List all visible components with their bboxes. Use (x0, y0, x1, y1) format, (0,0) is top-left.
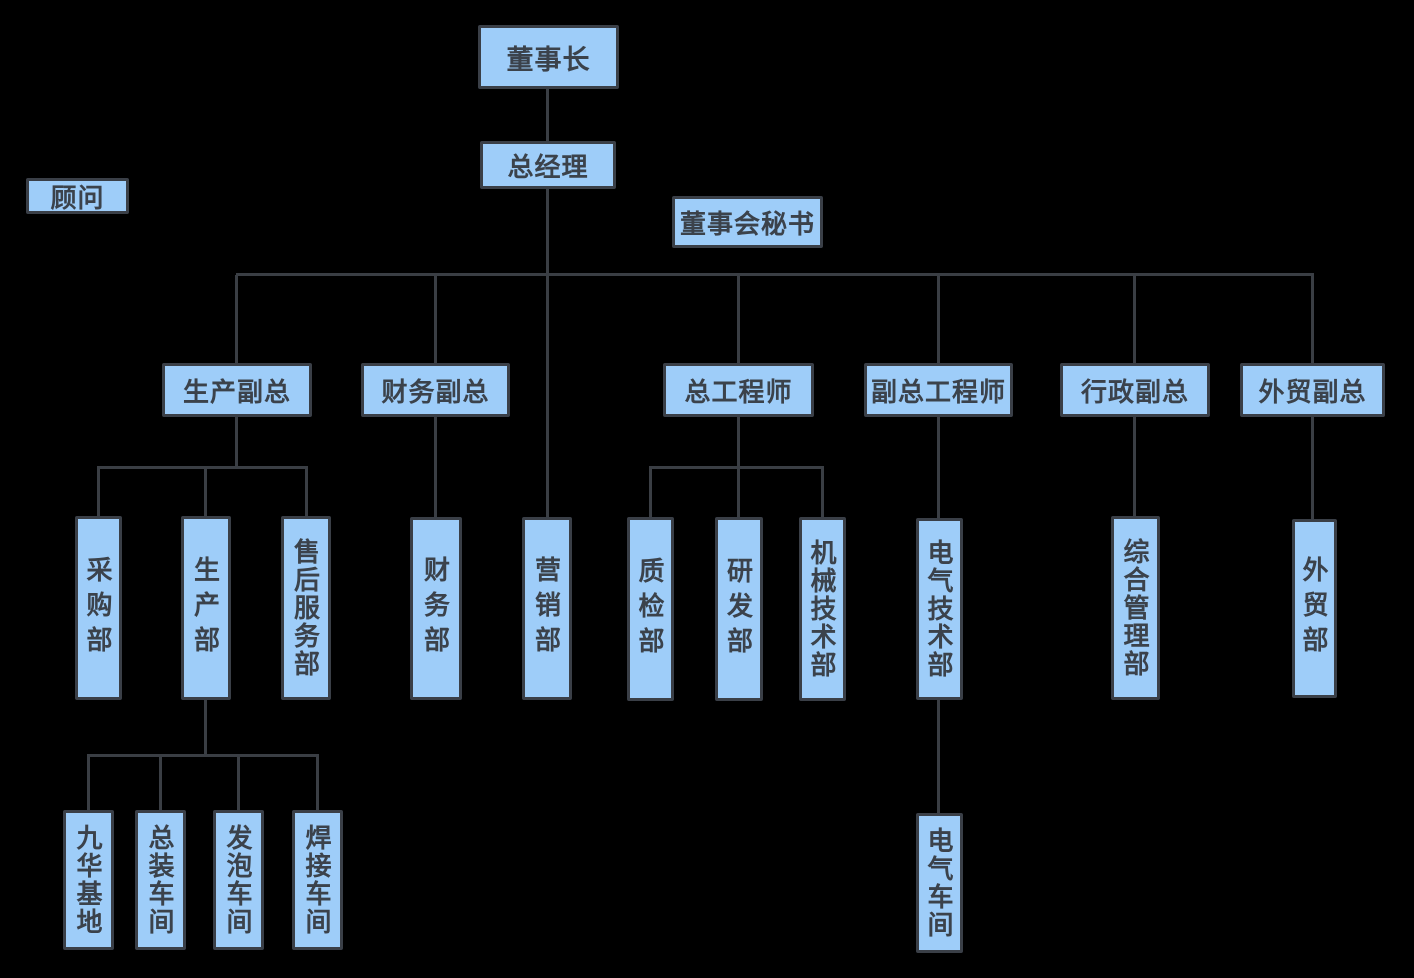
node-general-mgmt-dept[interactable]: 综合管理部 (1111, 516, 1160, 700)
connector-drop-jiuhua (87, 756, 90, 811)
connector-chief-engineer-branch (649, 466, 824, 469)
connector-drop-rnd (737, 468, 740, 517)
connector-drop-chief-engineer (737, 275, 740, 363)
connector-main-horizontal (236, 273, 1314, 276)
connector-drop-trade-vp (1311, 275, 1314, 363)
node-general-manager[interactable]: 总经理 (480, 141, 616, 189)
connector-chairman-gm (546, 89, 549, 142)
connector-drop-finance-vp (434, 275, 437, 363)
node-purchasing-dept[interactable]: 采购部 (75, 516, 122, 700)
connector-drop-admin-vp (1133, 275, 1136, 363)
node-deputy-chief-engineer[interactable]: 副总工程师 (864, 363, 1013, 417)
connector-drop-after-sales (305, 468, 308, 517)
node-finance-dept[interactable]: 财务部 (410, 517, 462, 700)
node-marketing-dept[interactable]: 营销部 (522, 517, 572, 700)
node-chairman[interactable]: 董事长 (478, 25, 619, 89)
node-trade-vp[interactable]: 外贸副总 (1240, 363, 1385, 417)
node-assembly-workshop[interactable]: 总装车间 (135, 810, 186, 950)
node-after-sales-dept[interactable]: 售后服务部 (281, 516, 331, 700)
connector-elec-tech-workshop (937, 700, 940, 814)
node-trade-dept[interactable]: 外贸部 (1292, 519, 1337, 698)
connector-chief-engineer-stem (737, 417, 740, 468)
connector-production-dept-branch (87, 754, 319, 757)
connector-production-vp-branch (97, 466, 308, 469)
node-admin-vp[interactable]: 行政副总 (1060, 363, 1210, 417)
connector-drop-purchasing (97, 468, 100, 517)
connector-deputy-elec-tech (937, 417, 940, 519)
connector-drop-quality (649, 468, 652, 517)
node-production-dept[interactable]: 生产部 (181, 516, 231, 700)
node-elec-workshop[interactable]: 电气车间 (916, 813, 963, 953)
connector-drop-production-dept (204, 468, 207, 517)
node-production-vp[interactable]: 生产副总 (162, 363, 312, 417)
connector-drop-foaming (237, 756, 240, 811)
connector-drop-deputy-engineer (937, 275, 940, 363)
node-foaming-workshop[interactable]: 发泡车间 (213, 810, 264, 950)
connector-drop-welding (316, 756, 319, 811)
connector-gm-trunk (546, 188, 549, 518)
node-jiuhua-base[interactable]: 九华基地 (63, 810, 114, 950)
node-elec-tech-dept[interactable]: 电气技术部 (916, 518, 963, 700)
node-board-secretary[interactable]: 董事会秘书 (672, 196, 823, 248)
node-chief-engineer[interactable]: 总工程师 (663, 363, 814, 417)
node-mech-tech-dept[interactable]: 机械技术部 (799, 517, 846, 701)
connector-drop-mech-tech (821, 468, 824, 517)
node-quality-dept[interactable]: 质检部 (627, 517, 674, 701)
connector-admin-general-mgmt (1133, 417, 1136, 517)
node-advisor[interactable]: 顾问 (26, 178, 129, 214)
node-rnd-dept[interactable]: 研发部 (715, 517, 763, 701)
node-welding-workshop[interactable]: 焊接车间 (292, 810, 343, 950)
connector-drop-production-vp (235, 275, 238, 363)
connector-drop-assembly (159, 756, 162, 811)
connector-production-vp-stem (235, 417, 238, 468)
connector-production-dept-stem (204, 700, 207, 756)
connector-finance-vp-dept (434, 417, 437, 518)
node-finance-vp[interactable]: 财务副总 (361, 363, 510, 417)
connector-trade-vp-dept (1311, 417, 1314, 520)
